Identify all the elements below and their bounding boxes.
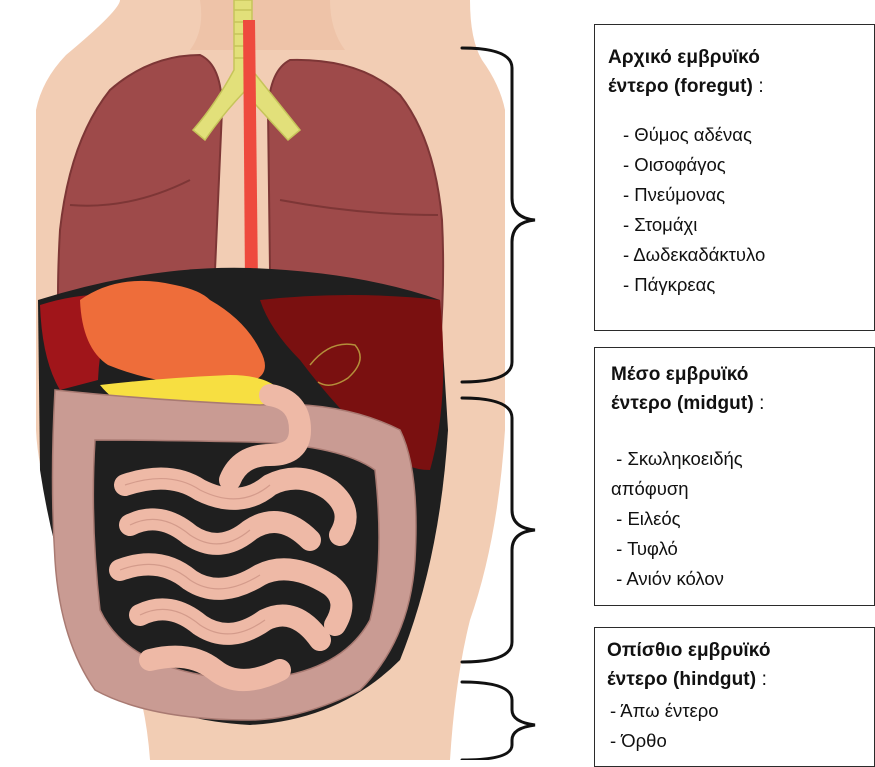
midgut-title-line1: Μέσο εμβρυϊκό — [611, 360, 874, 389]
hindgut-colon: : — [762, 669, 767, 690]
foregut-title-line2: έντερο (foregut) : — [608, 72, 874, 101]
hindgut-title-text: έντερο (hindgut) — [607, 669, 756, 690]
list-item: - Θύμος αδένας — [623, 120, 874, 150]
midgut-list: - Σκωληκοειδής απόφυση - Ειλεός - Τυφλό … — [611, 444, 874, 594]
hindgut-title-line1: Οπίσθιο εμβρυϊκό — [607, 636, 874, 665]
list-item: - Σκωληκοειδής — [611, 444, 874, 474]
foregut-list: - Θύμος αδένας - Οισοφάγος - Πνεύμονας -… — [608, 120, 874, 300]
list-item: - Όρθο — [610, 726, 874, 756]
foregut-box: Αρχικό εμβρυϊκό έντερο (foregut) : - Θύμ… — [594, 24, 875, 331]
hindgut-brace — [462, 682, 535, 760]
hindgut-title-line2: έντερο (hindgut) : — [607, 665, 874, 694]
foregut-title-line1: Αρχικό εμβρυϊκό — [608, 43, 874, 72]
neck — [190, 0, 345, 50]
list-item: απόφυση — [611, 474, 874, 504]
list-item: - Στομάχι — [623, 210, 874, 240]
hindgut-box: Οπίσθιο εμβρυϊκό έντερο (hindgut) : - Άπ… — [594, 627, 875, 767]
foregut-title-text: έντερο (foregut) — [608, 76, 753, 97]
list-item: - Δωδεκαδάκτυλο — [623, 240, 874, 270]
list-item: - Πνεύμονας — [623, 180, 874, 210]
list-item: - Τυφλό — [611, 534, 874, 564]
list-item: - Ειλεός — [611, 504, 874, 534]
hindgut-list: - Άπω έντερο - Όρθο — [607, 696, 874, 756]
midgut-title-line2: έντερο (midgut) : — [611, 389, 874, 418]
midgut-box: Μέσο εμβρυϊκό έντερο (midgut) : - Σκωληκ… — [594, 347, 875, 606]
list-item: - Άπω έντερο — [610, 696, 874, 726]
list-item: - Οισοφάγος — [623, 150, 874, 180]
list-item: - Ανιόν κόλον — [611, 564, 874, 594]
midgut-title-text: έντερο (midgut) — [611, 393, 754, 414]
list-item: - Πάγκρεας — [623, 270, 874, 300]
midgut-colon: : — [759, 393, 764, 414]
foregut-colon: : — [758, 76, 763, 97]
